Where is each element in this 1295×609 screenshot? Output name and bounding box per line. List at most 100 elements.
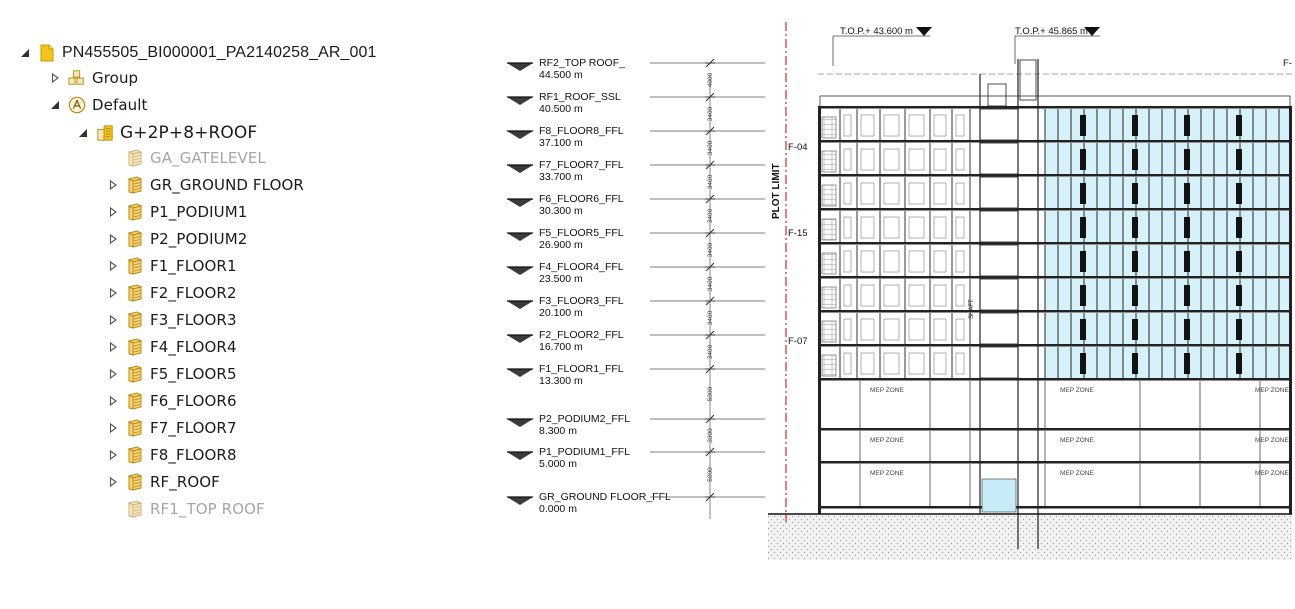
tree-node-level[interactable]: P2_PODIUM2 <box>106 227 247 251</box>
expanded-arrow-icon[interactable] <box>76 126 90 140</box>
collapsed-arrow-icon[interactable] <box>48 71 62 85</box>
collapsed-arrow-icon[interactable] <box>106 340 120 354</box>
level-elevation: 0.000 m <box>539 503 577 515</box>
dimension-value: 3400 <box>707 140 714 155</box>
level-name: F6_FLOOR6_FFL <box>539 193 624 205</box>
level-triangle-icon <box>507 497 533 505</box>
tree-node-level[interactable]: F6_FLOOR6 <box>106 389 237 413</box>
level-name: F1_FLOOR1_FFL <box>539 363 624 375</box>
dimension-value: 3300 <box>707 428 714 443</box>
collapsed-arrow-icon[interactable] <box>106 232 120 246</box>
dimension-value: 4000 <box>707 72 714 87</box>
dimension-value: 3400 <box>707 276 714 291</box>
tree-node-level[interactable]: F7_FLOOR7 <box>106 416 237 440</box>
level-icon <box>126 338 144 356</box>
level-icon <box>126 419 144 437</box>
tree-node-group[interactable]: Group <box>48 66 138 90</box>
zone-label: MEP ZONE <box>1255 470 1289 477</box>
tree-node-label: GR_GROUND FLOOR <box>150 176 304 194</box>
tree-node-level[interactable]: GA_GATELEVEL <box>106 146 266 170</box>
level-elevation: 20.100 m <box>539 307 583 319</box>
collapsed-arrow-icon[interactable] <box>106 367 120 381</box>
level-triangle-icon <box>507 97 533 105</box>
tree-node-level[interactable]: RF1_TOP ROOF <box>106 497 265 521</box>
collapsed-arrow-icon[interactable] <box>106 259 120 273</box>
level-elevation: 40.500 m <box>539 103 583 115</box>
tree-node-level[interactable]: F8_FLOOR8 <box>106 443 237 467</box>
top-marker-label: T.O.P.+ 45.865 m <box>1015 26 1088 37</box>
tree-node-level[interactable]: F5_FLOOR5 <box>106 362 237 386</box>
collapsed-arrow-icon[interactable] <box>106 178 120 192</box>
expanded-arrow-icon[interactable] <box>18 46 32 60</box>
group-icon <box>68 69 86 87</box>
collapsed-arrow-icon[interactable] <box>106 205 120 219</box>
level-elevation: 13.300 m <box>539 375 583 387</box>
tree-node-level[interactable]: GR_GROUND FLOOR <box>106 173 304 197</box>
collapsed-arrow-icon[interactable] <box>106 394 120 408</box>
tree-node-label: F7_FLOOR7 <box>150 419 237 437</box>
expanded-arrow-icon[interactable] <box>48 98 62 112</box>
tree-node-label: Default <box>92 96 148 114</box>
section-tag: F-15 <box>788 228 808 239</box>
level-elevation: 33.700 m <box>539 171 583 183</box>
level-icon <box>126 446 144 464</box>
tree-node-default[interactable]: Default <box>48 93 148 117</box>
section-tag: F-04 <box>788 142 808 153</box>
level-icon <box>126 500 144 518</box>
tree-node-label: G+2P+8+ROOF <box>120 123 258 143</box>
tree-node-label: F2_FLOOR2 <box>150 284 237 302</box>
dimension-value: 5000 <box>707 467 714 482</box>
level-name: GR_GROUND FLOOR_FFL <box>539 491 671 503</box>
level-triangle-icon <box>507 131 533 139</box>
collapsed-arrow-icon[interactable] <box>106 448 120 462</box>
collapsed-arrow-icon[interactable] <box>106 313 120 327</box>
level-elevation: 30.300 m <box>539 205 583 217</box>
level-name: F7_FLOOR7_FFL <box>539 159 624 171</box>
tree-node-level[interactable]: F2_FLOOR2 <box>106 281 237 305</box>
project-tree: PN455505_BI000001_PA2140258_AR_001 Group… <box>0 0 480 609</box>
tree-node-label: F6_FLOOR6 <box>150 392 237 410</box>
zone-label: MEP ZONE <box>870 437 904 444</box>
tree-node-level[interactable]: F3_FLOOR3 <box>106 308 237 332</box>
no-arrow-spacer <box>106 502 120 516</box>
level-triangle-icon <box>507 165 533 173</box>
tree-node-level[interactable]: F1_FLOOR1 <box>106 254 237 278</box>
level-elevation: 16.700 m <box>539 341 583 353</box>
level-markers: RF2_TOP ROOF_44.500 mRF1_ROOF_SSL40.500 … <box>507 57 765 515</box>
level-triangle-icon <box>507 419 533 427</box>
building-icon <box>96 124 114 142</box>
level-name: F2_FLOOR2_FFL <box>539 329 624 341</box>
edge-label: F- <box>1283 58 1292 69</box>
tree-node-level[interactable]: RF_ROOF <box>106 470 220 494</box>
level-triangle-icon <box>507 335 533 343</box>
collapsed-arrow-icon[interactable] <box>106 286 120 300</box>
level-icon <box>126 257 144 275</box>
shaft-label: SHAFT <box>969 299 975 319</box>
level-marker: RF2_TOP ROOF_44.500 m <box>507 57 765 81</box>
collapsed-arrow-icon[interactable] <box>106 421 120 435</box>
tree-node-level[interactable]: P1_PODIUM1 <box>106 200 247 224</box>
collapsed-arrow-icon[interactable] <box>106 475 120 489</box>
zone-label: MEP ZONE <box>1060 437 1094 444</box>
tree-node-label: RF1_TOP ROOF <box>150 500 265 518</box>
plot-limit-label: PLOT LIMIT <box>771 163 782 219</box>
level-triangle-icon <box>507 267 533 275</box>
file-icon <box>38 44 56 62</box>
tree-node-building[interactable]: G+2P+8+ROOF <box>76 121 257 145</box>
level-icon <box>126 149 144 167</box>
dimension-values: 4000340034003400340034003400340034005000… <box>707 72 714 481</box>
dimension-value: 3400 <box>707 106 714 121</box>
tree-node-root[interactable]: PN455505_BI000001_PA2140258_AR_001 <box>18 41 377 65</box>
level-triangle-icon <box>507 63 533 71</box>
tree-node-level[interactable]: F4_FLOOR4 <box>106 335 237 359</box>
building-section-view[interactable]: RF2_TOP ROOF_44.500 mRF1_ROOF_SSL40.500 … <box>500 14 1295 574</box>
dimension-value: 5000 <box>707 386 714 401</box>
tree-node-label: F8_FLOOR8 <box>150 446 237 464</box>
level-triangle-icon <box>507 452 533 460</box>
